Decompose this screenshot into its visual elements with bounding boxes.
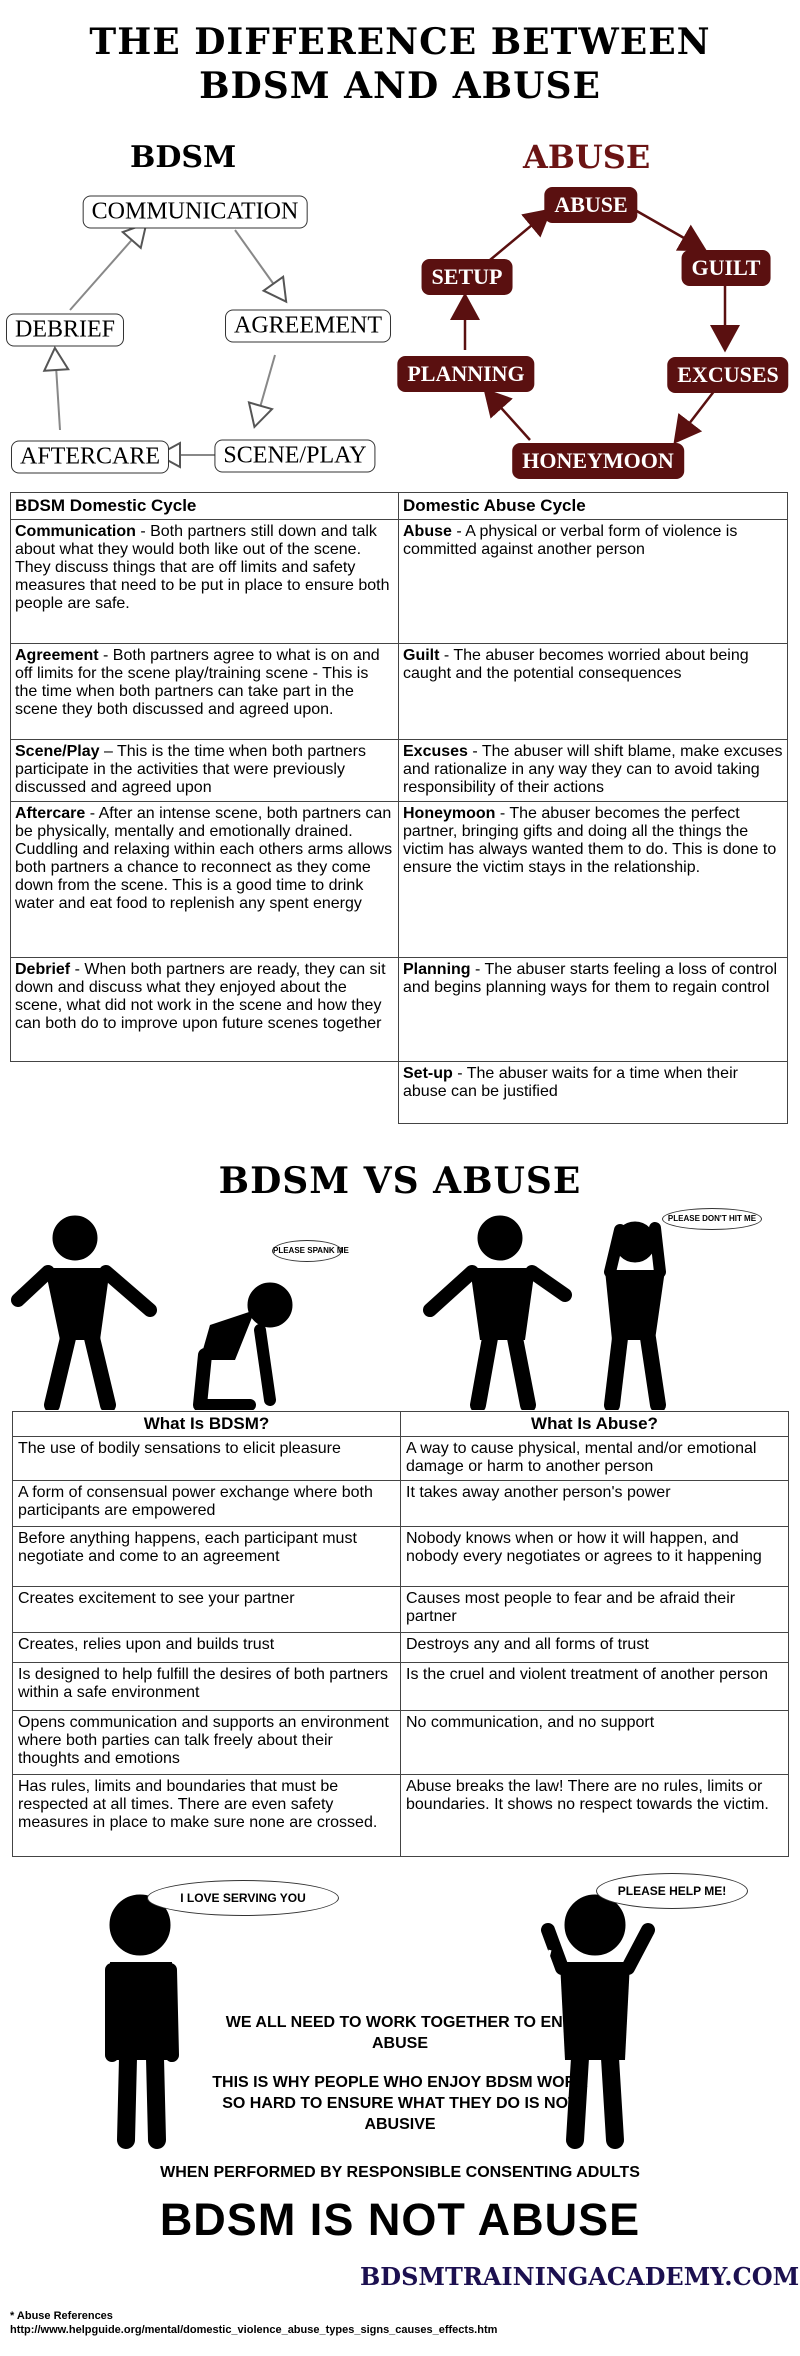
cycle-term: Aftercare bbox=[15, 805, 86, 822]
cycle-cell: Communication - Both partners still down… bbox=[10, 519, 399, 644]
abuse-cycle-arrows bbox=[450, 208, 740, 444]
compare-header-bdsm: What Is BDSM? bbox=[12, 1411, 401, 1437]
cycle-cell: Abuse - A physical or verbal form of vio… bbox=[398, 519, 788, 644]
cycle-cell: Aftercare - After an intense scene, both… bbox=[10, 801, 399, 958]
compare-cell: A way to cause physical, mental and/or e… bbox=[400, 1436, 789, 1481]
compare-cell: Causes most people to fear and be afraid… bbox=[400, 1586, 789, 1633]
cycle-desc: - A physical or verbal form of violence … bbox=[403, 523, 738, 558]
compare-cell: Is designed to help fulfill the desires … bbox=[12, 1662, 401, 1711]
bdsm-cycle-arrows bbox=[42, 221, 288, 469]
footer-message-2: THIS IS WHY PEOPLE WHO ENJOY BDSM WORK S… bbox=[212, 2074, 588, 2133]
cycle-header-bdsm: BDSM Domestic Cycle bbox=[10, 492, 399, 520]
figure-head bbox=[52, 1215, 98, 1261]
cycle-desc: - Both partners still down and talk abou… bbox=[15, 523, 390, 612]
bdsm-node-scene-play: SCENE/PLAY bbox=[214, 439, 376, 473]
abuse-node-setup: SETUP bbox=[421, 259, 513, 295]
cycle-cell: Debrief - When both partners are ready, … bbox=[10, 957, 399, 1062]
slogan: BDSM IS NOT ABUSE bbox=[159, 2194, 641, 2245]
brand-link[interactable]: BDSMTRAININGACADEMY.COM bbox=[360, 2262, 800, 2291]
bdsm-node-agreement: AGREEMENT bbox=[225, 309, 391, 343]
compare-cell: It takes away another person's power bbox=[400, 1480, 789, 1527]
footer-message-1: WE ALL NEED TO WORK TOGETHER TO END ABUS… bbox=[225, 2014, 575, 2052]
compare-cell: Creates excitement to see your partner bbox=[12, 1586, 401, 1633]
abuse-node-honeymoon: HONEYMOON bbox=[512, 443, 684, 479]
cycle-cell: Planning - The abuser starts feeling a l… bbox=[398, 957, 788, 1062]
cycle-desc: - The abuser will shift blame, make excu… bbox=[403, 743, 783, 796]
cycle-cell: Set-up - The abuser waits for a time whe… bbox=[398, 1061, 788, 1124]
cycle-table: BDSM Domestic Cycle Domestic Abuse Cycle… bbox=[10, 492, 788, 1124]
footer-message-3: WHEN PERFORMED BY RESPONSIBLE CONSENTING… bbox=[160, 2164, 640, 2181]
page-title-line1: THE DIFFERENCE BETWEEN bbox=[89, 21, 711, 63]
bdsm-cycle-heading: BDSM bbox=[130, 140, 237, 175]
cycle-desc: - The abuser becomes the perfect partner… bbox=[403, 805, 777, 876]
cycle-term: Set-up bbox=[403, 1065, 453, 1082]
compare-cell: The use of bodily sensations to elicit p… bbox=[12, 1436, 401, 1481]
reference-label: * Abuse References bbox=[10, 2310, 113, 2322]
abuse-node-guilt: GUILT bbox=[681, 250, 771, 286]
bdsm-node-aftercare: AFTERCARE bbox=[10, 440, 170, 474]
vs-title: BDSM VS ABUSE bbox=[218, 1160, 582, 1202]
cycle-term: Abuse bbox=[403, 523, 452, 540]
compare-cell: Destroys any and all forms of trust bbox=[400, 1632, 789, 1663]
cycle-term: Communication bbox=[15, 523, 136, 540]
cycle-desc: – This is the time when both partners pa… bbox=[15, 743, 367, 796]
cycle-term: Honeymoon bbox=[403, 805, 496, 822]
cycle-term: Excuses bbox=[403, 743, 468, 760]
cycle-cell: Excuses - The abuser will shift blame, m… bbox=[398, 739, 788, 802]
cycle-desc: - When both partners are ready, they can… bbox=[15, 961, 386, 1032]
compare-cell: A form of consensual power exchange wher… bbox=[12, 1480, 401, 1527]
cycle-cell: Guilt - The abuser becomes worried about… bbox=[398, 643, 788, 740]
compare-cell: Abuse breaks the law! There are no rules… bbox=[400, 1774, 789, 1857]
cycle-desc: - The abuser becomes worried about being… bbox=[403, 647, 749, 682]
cycle-desc: - Both partners agree to what is on and … bbox=[15, 647, 380, 718]
cycle-desc: - After an intense scene, both partners … bbox=[15, 805, 393, 912]
cycle-term: Guilt bbox=[403, 647, 440, 664]
compare-cell: Creates, relies upon and builds trust bbox=[12, 1632, 401, 1663]
compare-header-abuse: What Is Abuse? bbox=[400, 1411, 789, 1437]
abuse-cycle-heading: ABUSE bbox=[523, 138, 651, 176]
bdsm-node-debrief: DEBRIEF bbox=[5, 313, 125, 347]
speech-bubble-right: PLEASE DON'T HIT ME bbox=[662, 1208, 762, 1230]
footer-bubble-right: PLEASE HELP ME! bbox=[596, 1873, 748, 1909]
cycle-cell: Scene/Play – This is the time when both … bbox=[10, 739, 399, 802]
cycle-cell-empty bbox=[11, 1062, 399, 1124]
cycle-desc: - The abuser waits for a time when their… bbox=[403, 1065, 738, 1100]
abuse-node-planning: PLANNING bbox=[397, 356, 535, 392]
footer-bubble-left: I LOVE SERVING YOU bbox=[147, 1880, 339, 1916]
page-title-line2: BDSM AND ABUSE bbox=[199, 65, 601, 107]
footer-figures bbox=[105, 1894, 655, 2149]
cycle-term: Debrief bbox=[15, 961, 71, 978]
compare-cell: Nobody knows when or how it will happen,… bbox=[400, 1526, 789, 1587]
compare-table: What Is BDSM? What Is Abuse? The use of … bbox=[12, 1411, 789, 1857]
compare-cell: Is the cruel and violent treatment of an… bbox=[400, 1662, 789, 1711]
cycle-desc: - The abuser starts feeling a loss of co… bbox=[403, 961, 778, 996]
compare-cell: No communication, and no support bbox=[400, 1710, 789, 1775]
speech-bubble-left: PLEASE SPANK ME bbox=[272, 1240, 349, 1262]
cycle-header-abuse: Domestic Abuse Cycle bbox=[398, 492, 788, 520]
cycle-term: Planning bbox=[403, 961, 471, 978]
cycle-cell: Honeymoon - The abuser becomes the perfe… bbox=[398, 801, 788, 958]
abuse-node-abuse: ABUSE bbox=[544, 187, 638, 223]
cycle-term: Scene/Play bbox=[15, 743, 100, 760]
compare-cell: Has rules, limits and boundaries that mu… bbox=[12, 1774, 401, 1857]
bdsm-node-communication: COMMUNICATION bbox=[82, 195, 308, 229]
reference-url[interactable]: http://www.helpguide.org/mental/domestic… bbox=[10, 2324, 498, 2336]
abuse-node-excuses: EXCUSES bbox=[667, 357, 789, 393]
compare-cell: Before anything happens, each participan… bbox=[12, 1526, 401, 1587]
cycle-term: Agreement bbox=[15, 647, 99, 664]
vs-figures bbox=[11, 1215, 666, 1410]
compare-cell: Opens communication and supports an envi… bbox=[12, 1710, 401, 1775]
cycle-cell: Agreement - Both partners agree to what … bbox=[10, 643, 399, 740]
